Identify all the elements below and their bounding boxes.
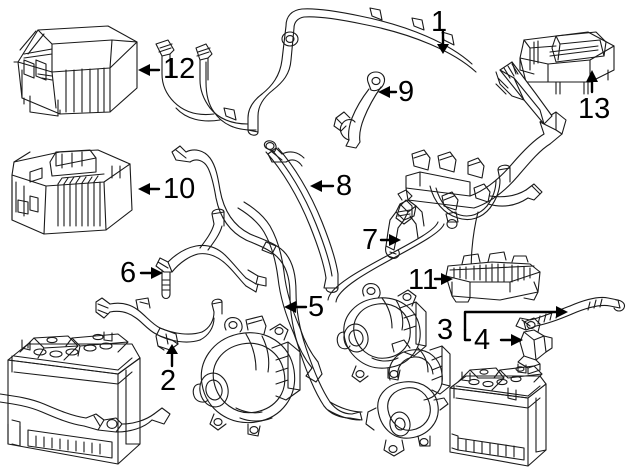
callout-label-13: 13 <box>578 93 611 125</box>
callout-arrow-1 <box>437 30 449 54</box>
part-starter-feed-cable <box>327 401 363 421</box>
part-engine-ground-bracket <box>333 71 386 149</box>
part-y-split-jumper-cable <box>155 208 267 300</box>
callout-label-11: 11 <box>408 264 439 296</box>
callout-arrows <box>138 30 598 368</box>
callout-arrow-11 <box>433 273 453 285</box>
callout-label-3: 3 <box>437 314 454 346</box>
part-alternator-rear <box>336 283 427 383</box>
callout-arrow-6 <box>139 267 163 279</box>
part-negative-ground-strap <box>95 297 223 351</box>
part-fuse-relay-block <box>445 251 541 303</box>
part-alternator-ground-lead <box>0 393 171 433</box>
part-fuse-box-cover <box>13 25 138 117</box>
callout-arrow-4 <box>499 334 523 346</box>
callout-arrow-8 <box>310 180 335 192</box>
part-power-distribution-module <box>11 149 133 235</box>
callout-label-4: 4 <box>474 324 491 356</box>
part-starter-motor <box>365 339 451 457</box>
part-alternator-front <box>192 315 301 437</box>
callout-arrow-13 <box>586 70 598 94</box>
callout-arrow-12 <box>138 64 161 76</box>
callout-label-5: 5 <box>308 291 325 323</box>
part-mounting-bracket-arm <box>495 61 553 125</box>
callout-label-1: 1 <box>431 6 448 38</box>
part-sensor-lead-connector <box>385 189 425 259</box>
part-relay-control-module <box>519 31 615 95</box>
callout-label-7: 7 <box>362 224 379 256</box>
callout-arrow-9 <box>378 86 398 98</box>
callout-arrow-10 <box>138 183 161 195</box>
callout-arrow-2 <box>166 344 178 368</box>
callout-arrow-5 <box>284 301 308 313</box>
part-main-positive-harness <box>155 7 477 136</box>
part-main-battery <box>7 331 141 465</box>
callout-label-2: 2 <box>160 365 177 397</box>
part-harness-junction-cluster <box>327 111 567 303</box>
callout-label-8: 8 <box>336 170 353 202</box>
part-braided-ground-strap <box>263 140 339 294</box>
callout-label-10: 10 <box>163 173 196 205</box>
callout-label-12: 12 <box>163 53 196 85</box>
callout-arrow-3 <box>463 306 568 342</box>
part-secondary-battery <box>449 363 547 467</box>
part-battery-terminal-clamp <box>517 317 553 375</box>
callout-label-9: 9 <box>398 76 415 108</box>
callout-arrow-7 <box>379 234 401 246</box>
part-auxiliary-battery-cable <box>515 296 626 331</box>
callout-label-6: 6 <box>120 257 137 289</box>
